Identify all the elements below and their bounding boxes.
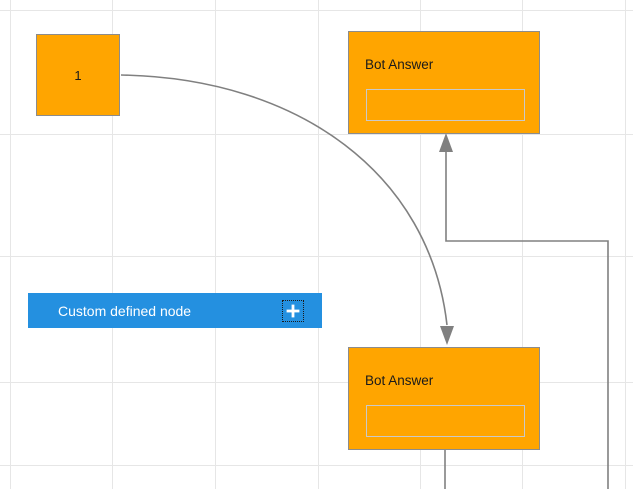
- palette-item-label: Custom defined node: [58, 302, 192, 319]
- node-bot-answer-top-slot[interactable]: [366, 89, 525, 121]
- connector-loop-to-bot-answer-top[interactable]: [445, 150, 609, 489]
- node-start[interactable]: 1: [36, 34, 120, 116]
- node-bot-answer-bottom-slot[interactable]: [366, 405, 525, 437]
- node-start-label: 1: [74, 67, 82, 83]
- palette-item-custom-defined-node[interactable]: Custom defined node: [28, 293, 322, 328]
- add-node-button[interactable]: [282, 299, 304, 322]
- arrowhead-up-into-bot-answer-top: [439, 133, 453, 152]
- plus-icon: [286, 304, 300, 317]
- node-bot-answer-top[interactable]: Bot Answer: [348, 31, 540, 134]
- node-bot-answer-top-title: Bot Answer: [365, 57, 434, 72]
- node-bot-answer-bottom-title: Bot Answer: [365, 373, 434, 388]
- node-bot-answer-bottom[interactable]: Bot Answer: [348, 347, 540, 450]
- arrowhead-down-into-bot-answer-bottom: [440, 326, 454, 345]
- connector-start-to-bot-answer-bottom[interactable]: [120, 74, 448, 326]
